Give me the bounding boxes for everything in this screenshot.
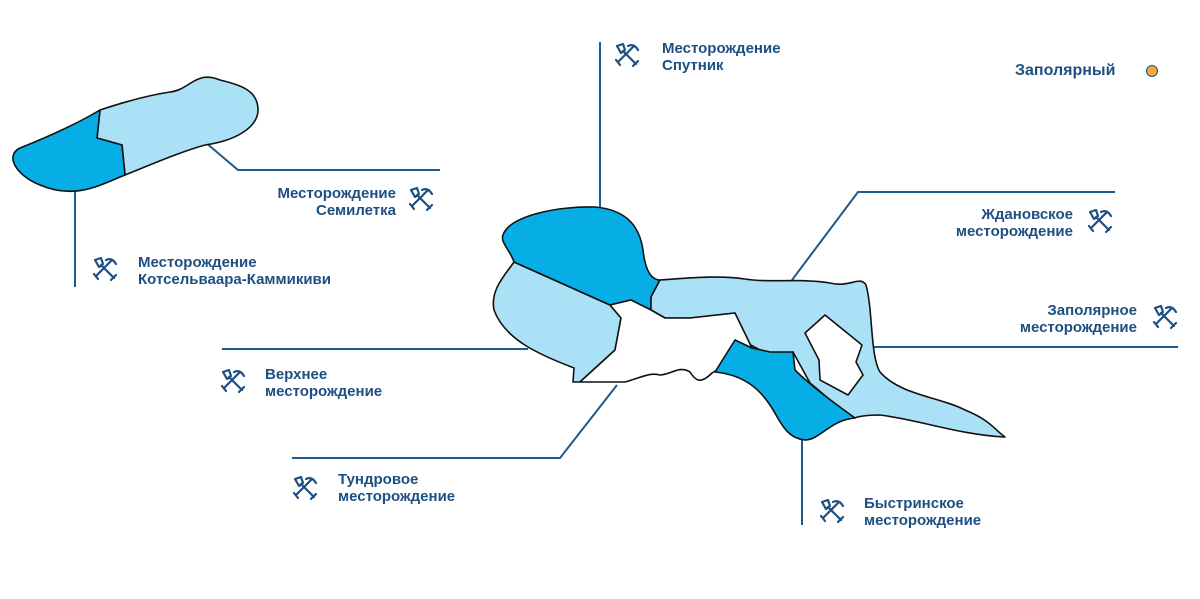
town-marker-icon[interactable]	[1146, 65, 1158, 77]
deposit-label-line1: Месторождение	[662, 40, 781, 57]
deposit-label-kotselvaara[interactable]: Месторождение Котсельваара-Каммикиви	[138, 254, 331, 288]
deposit-label-line1: Верхнее	[265, 366, 328, 383]
town-label-zapolyarny: Заполярный	[1015, 62, 1116, 79]
leader-lines	[74, 42, 1178, 525]
northwest-deposit-shape	[12, 76, 259, 193]
deposit-label-line1: Заполярное	[1047, 302, 1137, 319]
pick-shovel-icon	[1152, 304, 1178, 330]
deposit-label-line2: Спутник	[662, 57, 724, 74]
deposit-label-tundrovoe[interactable]: Тундровое месторождение	[338, 471, 455, 505]
deposit-label-zhdanovskoe[interactable]: Ждановское месторождение	[956, 206, 1073, 240]
pick-shovel-icon	[614, 42, 640, 68]
deposit-label-line1: Быстринское	[864, 495, 964, 512]
deposit-label-line1: Тундровое	[338, 471, 419, 488]
deposit-label-verkhnee[interactable]: Верхнее месторождение	[265, 366, 382, 400]
pick-shovel-icon	[92, 256, 118, 282]
pick-shovel-icon	[220, 368, 246, 394]
central-deposit-shape	[492, 206, 1006, 441]
deposit-label-line2: Котсельваара-Каммикиви	[138, 271, 332, 288]
deposit-label-line2: месторождение	[265, 383, 383, 400]
deposit-label-line2: месторождение	[864, 512, 982, 529]
deposit-label-line2: месторождение	[338, 488, 456, 505]
deposit-label-line1: Месторождение	[138, 254, 257, 271]
deposit-label-line1: Ждановское	[981, 206, 1073, 223]
pick-shovel-icon	[1087, 208, 1113, 234]
deposit-label-line1: Месторождение	[277, 185, 396, 202]
pick-shovel-icon	[292, 475, 318, 501]
deposit-label-bystrinskoe[interactable]: Быстринское месторождение	[864, 495, 981, 529]
deposit-label-zapolyarnoe[interactable]: Заполярное месторождение	[1020, 302, 1137, 336]
deposit-label-line2: месторождение	[1019, 319, 1137, 336]
deposit-label-line2: месторождение	[955, 223, 1073, 240]
pick-shovel-icon	[819, 498, 845, 524]
pick-shovel-icon	[408, 186, 434, 212]
deposit-label-sputnik[interactable]: Месторождение Спутник	[662, 40, 781, 74]
deposit-label-line2: Семилетка	[316, 202, 396, 219]
deposit-label-semiletka[interactable]: Месторождение Семилетка	[277, 185, 396, 219]
